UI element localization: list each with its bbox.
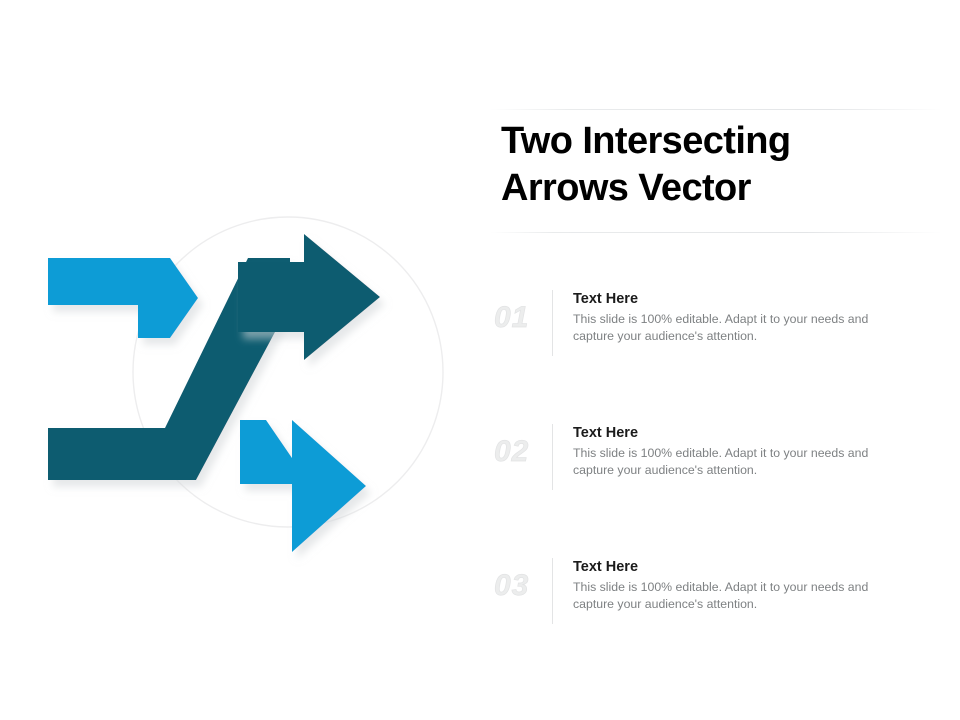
light-blue-upper-left-bar-arrow <box>48 258 198 338</box>
item-vertical-divider <box>552 558 553 624</box>
item-description: This slide is 100% editable. Adapt it to… <box>573 446 869 477</box>
dark-teal-lower-left-bar-arrow <box>48 258 290 480</box>
header-divider-bottom <box>490 232 942 233</box>
list-item[interactable]: 03 Text Here This slide is 100% editable… <box>490 556 950 632</box>
page-title: Two Intersecting Arrows Vector <box>501 120 791 209</box>
item-description: This slide is 100% editable. Adapt it to… <box>573 580 869 611</box>
dark-teal-upper-right-arrow <box>238 234 380 360</box>
light-blue-lower-right-arrow <box>240 420 366 552</box>
item-heading: Text Here <box>573 559 639 575</box>
item-description: This slide is 100% editable. Adapt it to… <box>573 312 869 343</box>
item-body: Text Here This slide is 100% editable. A… <box>553 422 950 478</box>
item-vertical-divider <box>552 290 553 356</box>
list-item[interactable]: 02 Text Here This slide is 100% editable… <box>490 422 950 498</box>
item-number: 01 <box>494 301 530 335</box>
item-heading: Text Here <box>573 425 639 441</box>
item-body: Text Here This slide is 100% editable. A… <box>553 288 950 344</box>
list-item[interactable]: 01 Text Here This slide is 100% editable… <box>490 288 950 364</box>
arrows-graphic-panel <box>48 216 444 552</box>
item-number: 03 <box>494 569 530 603</box>
item-body: Text Here This slide is 100% editable. A… <box>553 556 950 612</box>
content-panel: Two Intersecting Arrows Vector 01 Text H… <box>480 0 960 720</box>
item-vertical-divider <box>552 424 553 490</box>
header-divider-top <box>490 109 942 110</box>
item-heading: Text Here <box>573 291 639 307</box>
two-intersecting-arrows-icon <box>48 216 444 552</box>
item-number: 02 <box>494 435 530 469</box>
